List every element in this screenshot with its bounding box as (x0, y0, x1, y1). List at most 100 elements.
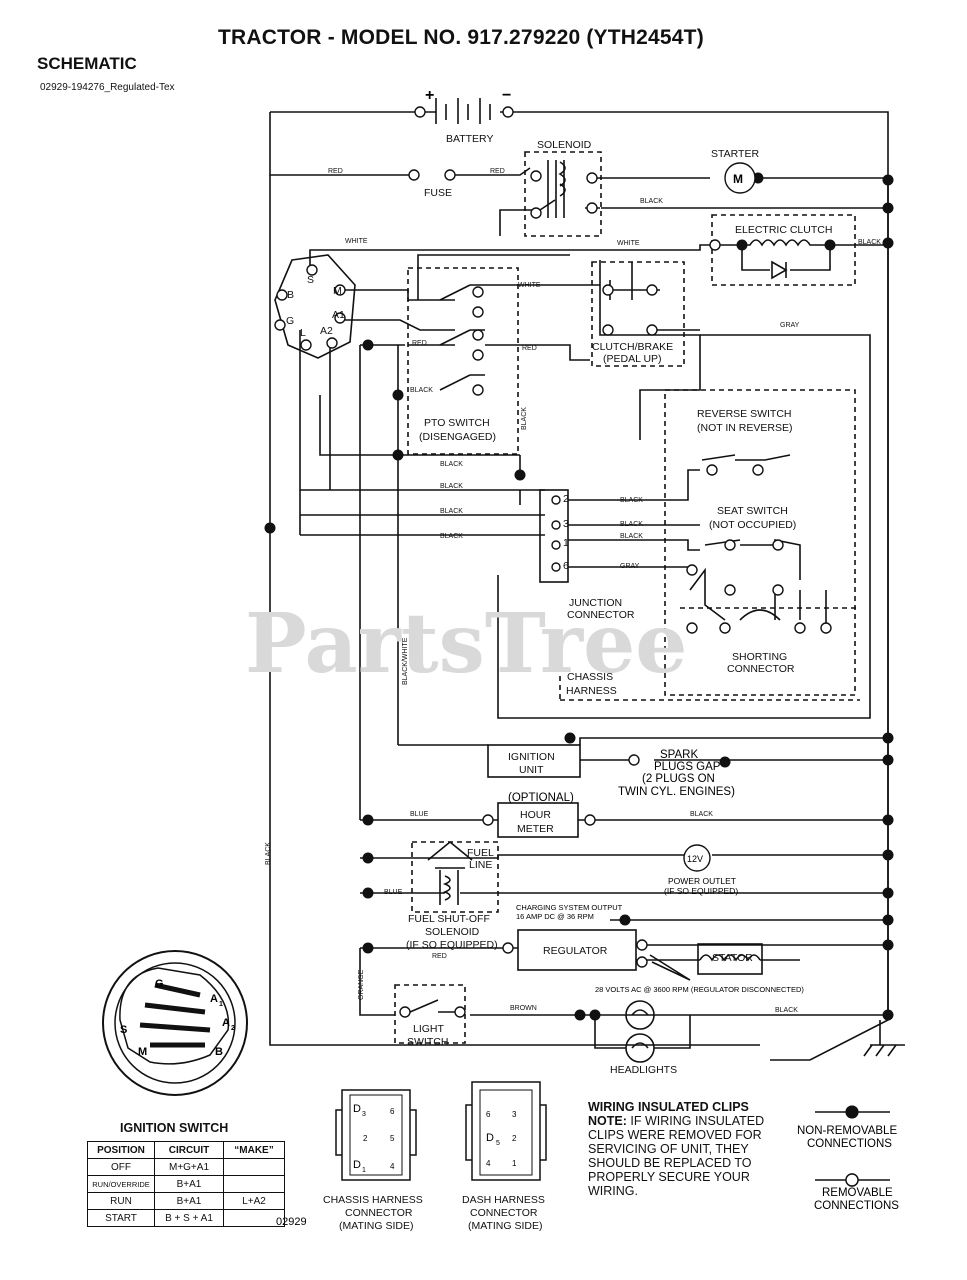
terminal-s-label: S (307, 274, 314, 286)
fuel-solenoid-label: FUEL SHUT-OFF (408, 913, 490, 925)
fuel-solenoid-sub: SOLENOID (425, 926, 480, 938)
hour-meter-sub: METER (517, 823, 554, 835)
charging-output-label: CHARGING SYSTEM OUTPUT (516, 903, 623, 912)
chassis-connector-label: CHASSIS HARNESS (323, 1194, 423, 1206)
svg-text:5: 5 (390, 1134, 395, 1143)
ignition-switch-diagram: G A 1 S A 2 M B (102, 950, 248, 1096)
outlet-voltage: 12V (687, 854, 703, 864)
notes-heading: WIRING INSULATED CLIPS (588, 1100, 749, 1114)
wire-red-label: RED (522, 345, 537, 352)
reverse-switch-label: REVERSE SWITCH (697, 408, 792, 420)
wire-black-label: BLACK (620, 497, 643, 504)
clutch-brake-sub: (PEDAL UP) (603, 353, 662, 365)
terminal-a1-label: A1 (332, 309, 345, 321)
table-header: POSITION (87, 1141, 155, 1159)
junction-pin: 6 (563, 560, 569, 572)
table-header: CIRCUIT (154, 1141, 224, 1159)
switch-face-b: B (215, 1046, 223, 1058)
svg-text:2: 2 (512, 1134, 517, 1143)
junction-pin: 2 (563, 493, 569, 505)
spark-label-4: TWIN CYL. ENGINES) (618, 786, 735, 798)
watermark: PartsTree (245, 596, 687, 692)
wire-orange-label: ORANGE (358, 969, 365, 1000)
ac-output-label: 28 VOLTS AC @ 3600 RPM (REGULATOR DISCON… (595, 985, 804, 994)
wiring-clips-note: WIRING INSULATED CLIPS NOTE: IF WIRING I… (588, 1100, 788, 1198)
spark-label-1: SPARK (660, 749, 698, 761)
chassis-harness-connector: D 3 6 2 5 D 1 4 CHASSIS HARNESS CONNECTO… (323, 1089, 423, 1232)
wire-black-label: BLACK (440, 483, 463, 490)
fuel-solenoid-sub2: (IF SO EQUIPPED) (406, 939, 498, 951)
table-row: OFF M+G+A1 (87, 1158, 285, 1176)
wire-black-label: BLACK (640, 198, 663, 205)
section-title: SCHEMATIC (37, 54, 137, 73)
wire-red-label: RED (328, 168, 343, 175)
svg-text:CONNECTOR: CONNECTOR (470, 1207, 538, 1219)
svg-text:1: 1 (362, 1167, 366, 1174)
ignition-unit-sub: UNIT (519, 764, 544, 776)
dash-connector-label: DASH HARNESS (462, 1194, 545, 1206)
wire-brown-label: BROWN (510, 1005, 537, 1012)
battery-plus-icon: + (425, 87, 434, 104)
starter-label: STARTER (711, 148, 759, 160)
starter-motor-icon: M (733, 172, 743, 186)
wire-black-label: BLACK (620, 521, 643, 528)
svg-text:(MATING SIDE): (MATING SIDE) (468, 1220, 542, 1232)
ignition-switch-heading: IGNITION SWITCH (120, 1121, 229, 1135)
electric-clutch-label: ELECTRIC CLUTCH (735, 224, 832, 236)
light-switch-sub: SWITCH (407, 1036, 448, 1048)
wire-black-label: BLACK (858, 239, 881, 246)
wire-black-label: BLACK (440, 533, 463, 540)
charging-output-value: 16 AMP DC @ 36 RPM (516, 912, 594, 921)
junction-pin: 1 (563, 537, 569, 549)
ignition-unit-label: IGNITION (508, 751, 555, 763)
junction-connector-sub: CONNECTOR (567, 609, 635, 621)
spark-label-2: PLUGS GAP (654, 761, 721, 773)
junction-connector-label: JUNCTION (569, 597, 622, 609)
battery-minus-icon: − (502, 87, 511, 104)
legend-nonremovable-sub: CONNECTIONS (807, 1138, 892, 1150)
svg-text:3: 3 (362, 1111, 366, 1118)
chassis-harness-label: CHASSIS (567, 671, 613, 683)
fuel-line-label: FUEL (467, 847, 494, 859)
fuel-line-sub: LINE (469, 859, 492, 871)
terminal-b-label: B (287, 289, 294, 301)
wire-black-white-label: BLACK/WHITE (402, 637, 409, 685)
wire-blue-label: BLUE (410, 811, 429, 818)
power-outlet-label: POWER OUTLET (668, 876, 736, 886)
hour-meter-label: HOUR (520, 809, 551, 821)
headlights-label: HEADLIGHTS (610, 1064, 677, 1076)
terminal-l-label: L (300, 327, 306, 339)
svg-text:2: 2 (363, 1134, 368, 1143)
fuse-label: FUSE (424, 187, 452, 199)
terminal-m-label: M (333, 285, 342, 297)
svg-text:4: 4 (486, 1159, 491, 1168)
pto-switch-sub: (DISENGAGED) (419, 431, 496, 443)
wire-red-label: RED (412, 340, 427, 347)
switch-face-a1-sub: 1 (219, 1001, 223, 1008)
table-row: START B + S + A1 (87, 1209, 285, 1227)
solenoid-label: SOLENOID (537, 139, 592, 151)
ignition-switch-table: POSITION CIRCUIT “MAKE” OFF M+G+A1 RUN/O… (87, 1141, 285, 1227)
table-header-row: POSITION CIRCUIT “MAKE” (87, 1141, 285, 1159)
regulator-label: REGULATOR (543, 945, 608, 957)
terminal-g-label: G (286, 315, 294, 327)
switch-face-s: S (120, 1024, 127, 1036)
legend-nonremovable: NON-REMOVABLE (797, 1125, 897, 1137)
wire-red-label: RED (490, 168, 505, 175)
svg-text:(MATING SIDE): (MATING SIDE) (339, 1220, 413, 1232)
svg-text:6: 6 (486, 1110, 491, 1119)
note-label: NOTE: (588, 1114, 627, 1128)
switch-face-a1: A (210, 993, 218, 1005)
switch-face-g: G (155, 978, 164, 990)
svg-text:1: 1 (512, 1159, 517, 1168)
spark-label-3: (2 PLUGS ON (642, 773, 715, 785)
wire-black-label: BLACK (620, 533, 643, 540)
seat-switch-sub: (NOT OCCUPIED) (709, 519, 796, 531)
svg-text:D: D (353, 1103, 361, 1115)
clutch-brake-label: CLUTCH/BRAKE (592, 341, 673, 353)
wire-black-label: BLACK (521, 407, 528, 430)
wire-blue-label: BLUE (384, 889, 403, 896)
document-id: 02929-194276_Regulated-Tex (40, 82, 175, 93)
chassis-harness-sub: HARNESS (566, 685, 617, 697)
